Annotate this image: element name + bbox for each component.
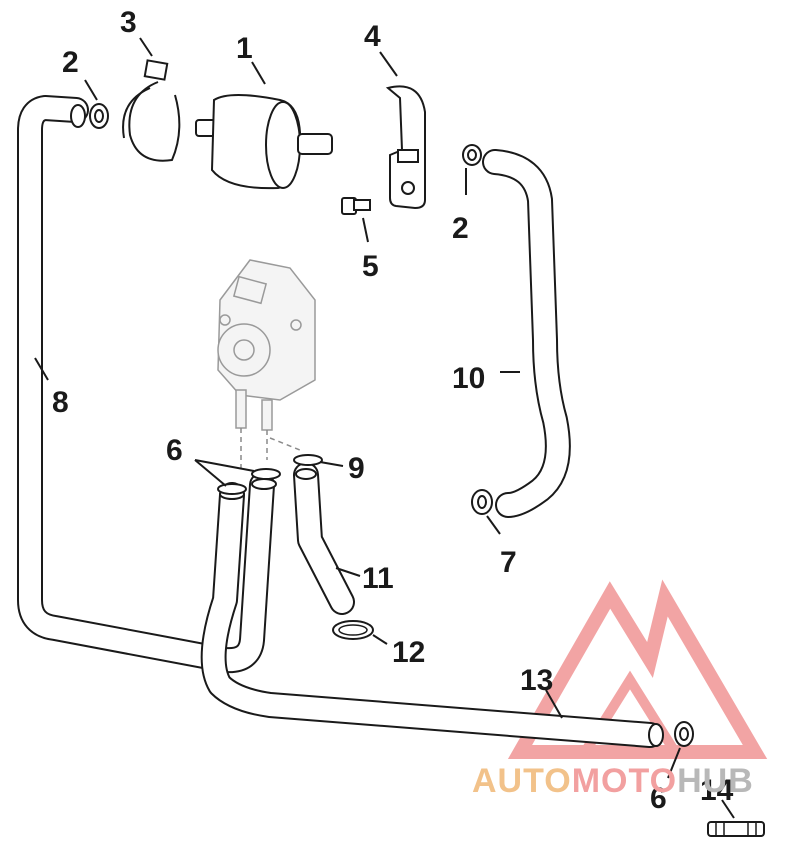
callout-3: 3 — [120, 6, 137, 39]
callout-1: 1 — [236, 32, 253, 65]
callout-2-right: 2 — [452, 212, 469, 245]
clamp-rings-group — [217, 454, 323, 495]
watermark-auto: AUTO — [472, 762, 572, 800]
fuel-filter — [195, 94, 333, 190]
fitting — [707, 821, 765, 837]
hose-11 — [293, 462, 355, 615]
callout-13: 13 — [520, 664, 553, 697]
hose-10 — [482, 149, 571, 518]
callout-6-top: 6 — [166, 434, 183, 467]
clamp-12 — [332, 620, 374, 640]
clamp-7 — [471, 489, 493, 515]
hose-8 — [17, 95, 275, 674]
callout-6-bottom: 6 — [650, 782, 667, 815]
callout-4: 4 — [364, 20, 381, 53]
clamp-small-left — [89, 103, 109, 129]
callout-7: 7 — [500, 546, 517, 579]
callout-12: 12 — [392, 636, 425, 669]
callout-14: 14 — [700, 774, 734, 807]
callout-9: 9 — [348, 452, 365, 485]
fuel-pump — [217, 259, 316, 470]
mounting-bracket — [385, 85, 426, 210]
callout-11: 11 — [362, 562, 394, 595]
hose-end-top-middle — [251, 478, 277, 490]
screw — [341, 197, 371, 215]
callout-2-left: 2 — [62, 46, 79, 79]
watermark-moto: MOTO — [572, 762, 677, 800]
clamp-small-right — [462, 144, 482, 166]
hose-13 — [200, 482, 664, 748]
clamp-band — [122, 59, 181, 162]
callout-10: 10 — [452, 362, 485, 395]
leader-lines — [34, 37, 735, 819]
callout-8: 8 — [52, 386, 69, 419]
callout-5: 5 — [362, 250, 379, 283]
watermark-text: AUTOMOTOHUB — [472, 762, 754, 800]
clamp-6-lower — [674, 721, 694, 747]
watermark-hub: HUB — [677, 762, 754, 800]
